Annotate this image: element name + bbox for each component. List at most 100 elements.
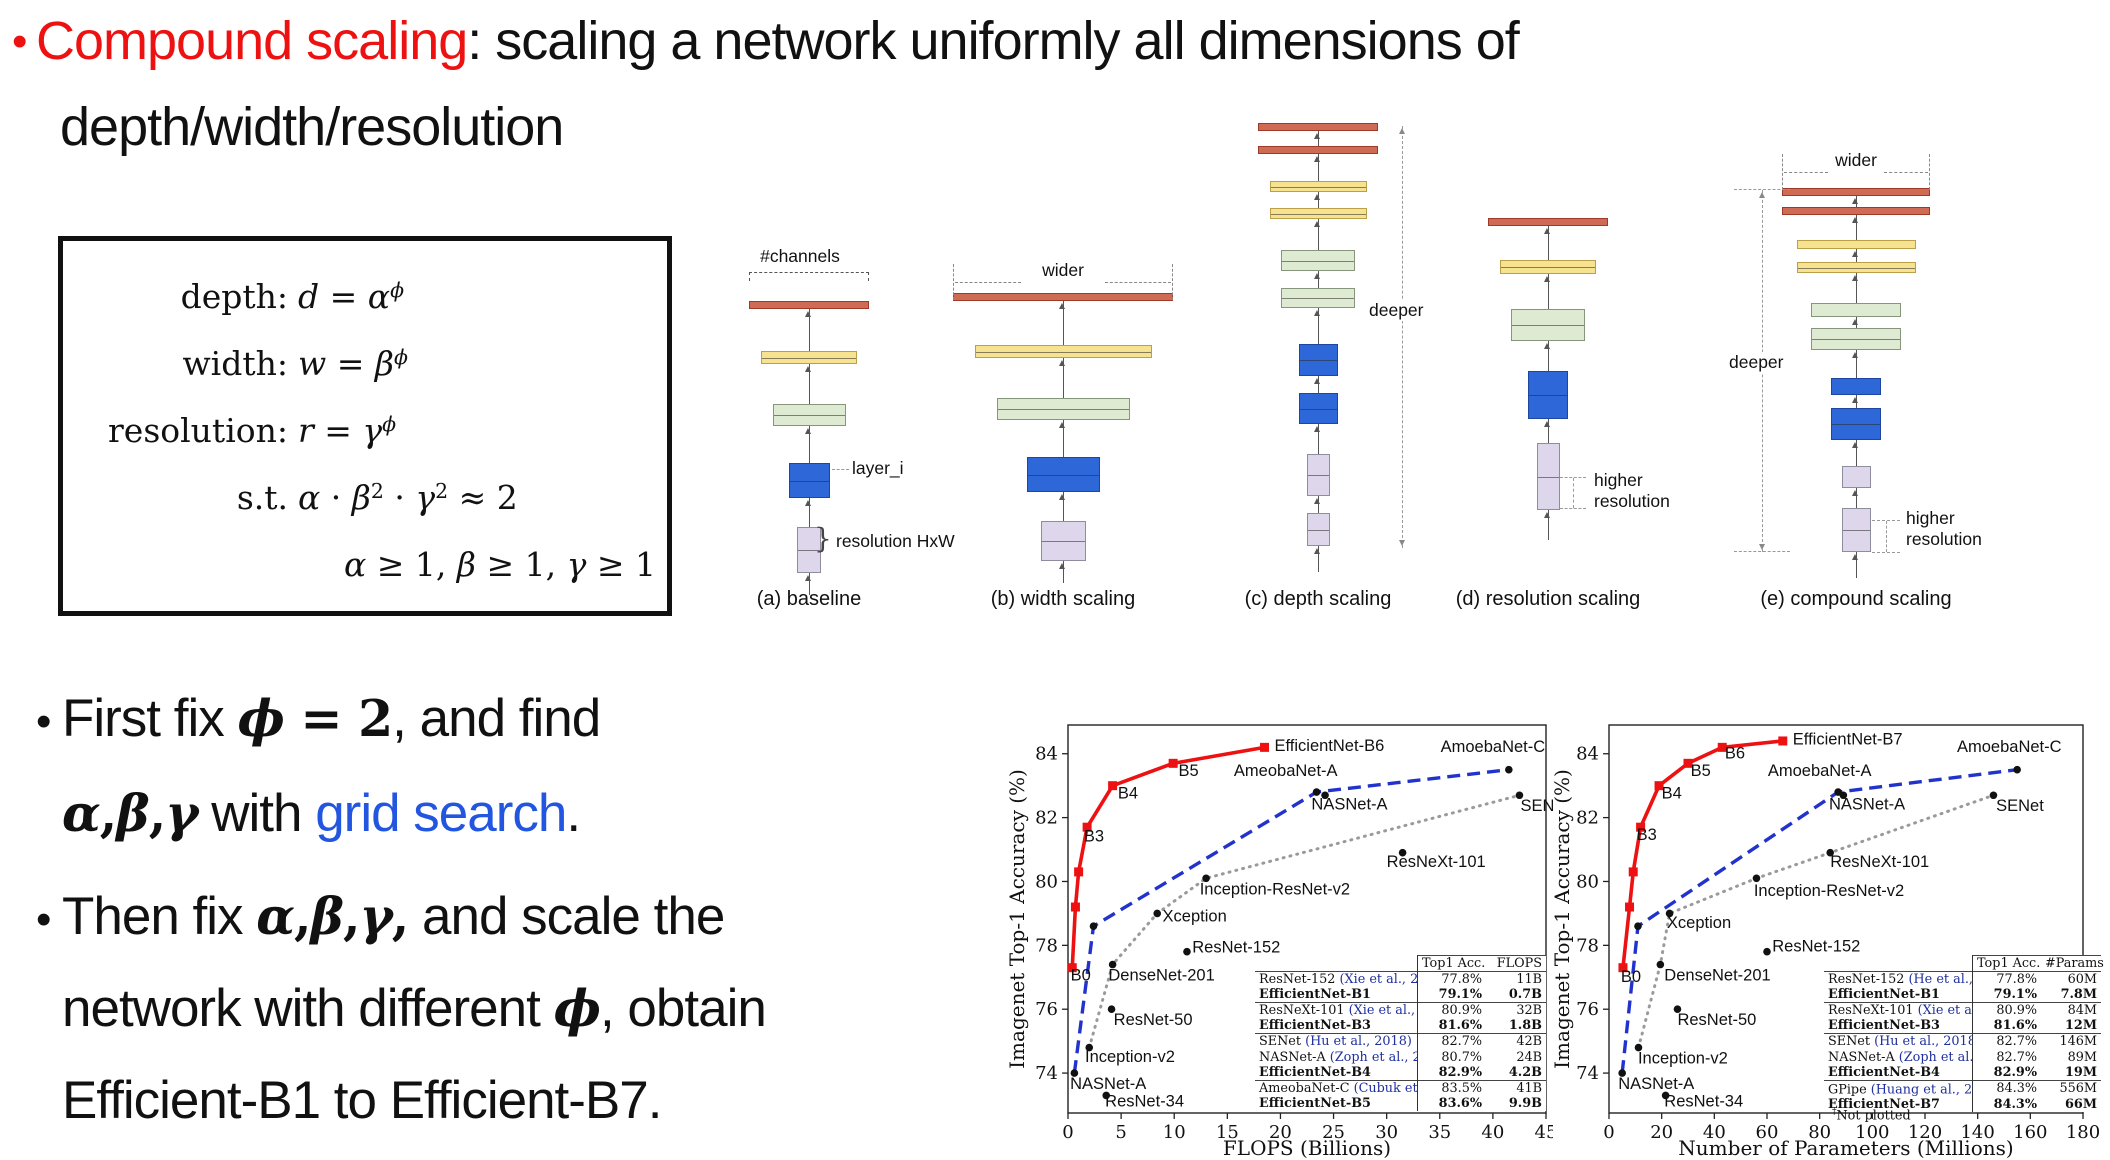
data-point	[1070, 902, 1080, 912]
series-line	[1070, 745, 1265, 968]
flow-arrow-icon	[1852, 488, 1859, 508]
data-point	[1839, 791, 1848, 800]
deeper-label-e: deeper	[1726, 352, 1787, 373]
data-point	[1628, 867, 1638, 877]
layer-block-fc	[1500, 260, 1596, 274]
flow-arrow-icon	[1544, 274, 1551, 309]
x-tick-label: 40	[1703, 1122, 1726, 1143]
flow-arrow-icon	[1852, 395, 1859, 408]
layer-block-input	[1841, 466, 1871, 488]
layer-block-fc	[1269, 208, 1367, 219]
point-label: B3	[1084, 828, 1104, 846]
resolution-label: resolution HxW	[836, 531, 955, 551]
flow-arrow-icon	[1852, 440, 1859, 466]
data-point	[1107, 1005, 1116, 1014]
caption-resolution-scaling: (d) resolution scaling	[1455, 588, 1641, 610]
y-tick-label: 76	[1576, 999, 1599, 1020]
point-label: NASNet-A	[1070, 1075, 1146, 1093]
point-label: B0	[1621, 968, 1641, 986]
deeper-tick-bottom	[1734, 551, 1790, 552]
table-row: AmeobaNet-C (Cubuk et al., 2019)83.5%41B	[1255, 1079, 1546, 1096]
point-label: B4	[1662, 784, 1682, 802]
bullet-1-line-2: α,β,γ with grid search.	[62, 784, 581, 843]
point-label: Inception-ResNet-v2	[1200, 880, 1350, 898]
layer-block-conv	[996, 398, 1130, 420]
input-arrow-icon	[1852, 552, 1859, 578]
table-row: NASNet-A (Zoph et al., 2018)82.7%89M	[1824, 1049, 2101, 1065]
point-label: B5	[1178, 762, 1198, 780]
data-point	[1202, 874, 1210, 883]
plot-border	[1067, 724, 1547, 1114]
data-point	[1260, 742, 1270, 752]
formula-resolution: resolution:r = γϕ	[108, 411, 397, 450]
data-point	[1683, 758, 1693, 768]
data-point	[1634, 922, 1642, 930]
diagram-column-baseline	[749, 301, 869, 595]
diagram-column-depth-scaling	[1258, 123, 1378, 572]
table-header: #Params	[2041, 954, 2104, 972]
data-point	[1085, 1043, 1094, 1052]
data-point	[1515, 791, 1524, 800]
wider-annotation-b: wider	[953, 260, 1173, 300]
y-tick-label: 82	[1035, 808, 1058, 829]
flow-arrow-icon	[1059, 420, 1066, 457]
caption-depth-scaling: (c) depth scaling	[1244, 588, 1392, 610]
x-tick-label: 180	[2066, 1122, 2100, 1143]
x-tick-label: 5	[1115, 1122, 1126, 1143]
layer-block-conv	[1281, 288, 1355, 308]
layer-block-layer-i	[1298, 344, 1338, 376]
flow-arrow-icon	[1852, 273, 1859, 303]
x-tick-label: 10	[1163, 1122, 1186, 1143]
layer-block-input	[1306, 454, 1330, 496]
flow-arrow-icon	[1059, 358, 1066, 398]
point-label: AmoebaNet-C	[1957, 738, 2062, 756]
bullet-icon: •	[36, 697, 52, 746]
x-tick-label: 40	[1481, 1122, 1504, 1143]
data-point	[1717, 742, 1727, 752]
table-header: Top1 Acc.	[1417, 954, 1486, 972]
data-point	[1661, 1091, 1670, 1100]
series-line	[1636, 793, 1995, 1050]
point-label: ResNet-34	[1105, 1093, 1184, 1111]
point-label: Inception-v2	[1085, 1048, 1175, 1066]
layer-block-top	[1258, 123, 1378, 131]
point-label: B6	[1725, 745, 1745, 763]
data-point	[1634, 1043, 1643, 1052]
flow-arrow-icon	[1314, 496, 1321, 513]
x-tick-label: 160	[2013, 1122, 2047, 1143]
data-point	[1183, 947, 1191, 956]
x-tick-label: 0	[1603, 1122, 1614, 1143]
point-label: ResNet-152	[1772, 938, 1860, 956]
data-point	[1778, 736, 1788, 746]
point-label: SENet	[1996, 797, 2044, 815]
data-point	[1168, 758, 1178, 768]
y-axis-label: Imagenet Top-1 Accuracy (%)	[1553, 769, 1574, 1069]
flow-arrow-icon	[805, 426, 812, 463]
y-tick-label: 78	[1576, 935, 1599, 956]
layer-block-layer-i	[788, 463, 830, 498]
x-tick-label: 80	[1808, 1122, 1831, 1143]
table-header-row: Top1 Acc.#Params	[1824, 954, 2104, 972]
x-tick-label: 35	[1428, 1122, 1451, 1143]
bullet-icon: •	[36, 895, 52, 944]
data-point	[1102, 1091, 1111, 1100]
plot-border	[1608, 724, 2084, 1114]
layer-block-layer-i	[1026, 457, 1100, 492]
caption-baseline: (a) baseline	[756, 588, 862, 610]
point-label: ResNet-50	[1677, 1011, 1756, 1029]
data-point	[1654, 781, 1664, 791]
point-label: ResNet-34	[1664, 1093, 1743, 1111]
flow-arrow-icon	[1314, 376, 1321, 393]
flow-arrow-icon	[805, 498, 812, 527]
input-arrow-icon	[1059, 561, 1066, 583]
deeper-measure-c	[1399, 126, 1406, 548]
data-point	[1153, 909, 1162, 918]
flow-arrow-icon	[1852, 215, 1859, 240]
point-label: ResNet-152	[1192, 938, 1280, 956]
wider-annotation-e: wider	[1782, 150, 1930, 190]
flow-arrow-icon	[1852, 196, 1859, 207]
bullet-2-line-2: network with different ϕ, obtain	[62, 979, 767, 1038]
